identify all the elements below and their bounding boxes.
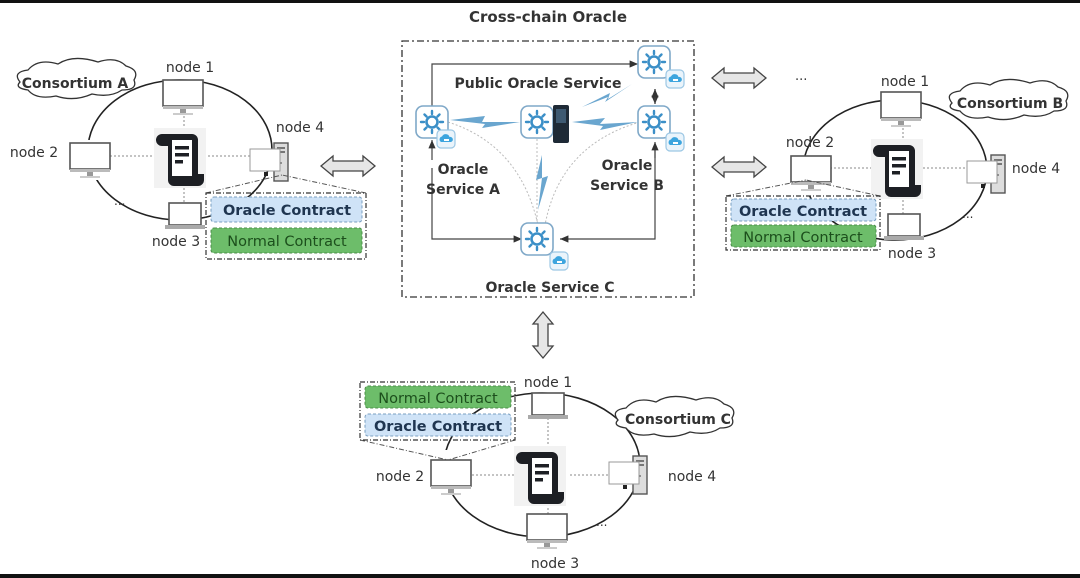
consortium-c-node-1-label: node 1 xyxy=(524,375,572,391)
node-3-laptop-icon xyxy=(883,213,925,241)
consortium-c-node-3-label: node 3 xyxy=(531,556,579,572)
normal-contract-box xyxy=(730,224,877,248)
lightning-icon xyxy=(450,116,520,128)
node-4-desktop-icon xyxy=(608,455,648,495)
cloud-icon xyxy=(549,251,569,271)
node-3-laptop-icon xyxy=(164,202,206,230)
node-4-desktop-icon xyxy=(249,142,289,182)
oracle-service-b-icon xyxy=(636,104,672,140)
consortium-b-node-3-label: node 3 xyxy=(888,246,936,262)
smart-contract-scroll-icon xyxy=(154,128,206,188)
cloud-shape xyxy=(948,78,1069,121)
normal-contract-label: Normal Contract xyxy=(227,234,347,250)
normal-contract-label: Normal Contract xyxy=(378,391,498,407)
oracle-service-c-icon xyxy=(519,221,555,257)
consortium-a-node-2-label: node 2 xyxy=(10,145,58,161)
bottom-border xyxy=(0,574,1080,578)
lightning-icon xyxy=(582,84,632,107)
public-oracle-service-label: Public Oracle Service xyxy=(455,76,622,92)
consortium-a-node-4-label: node 4 xyxy=(276,120,324,136)
oracle-service-top-icon xyxy=(636,44,672,80)
public-oracle-service-icon xyxy=(519,104,555,140)
smart-contract-scroll-icon xyxy=(871,139,923,199)
contract-panel xyxy=(725,195,881,251)
lightning-icon xyxy=(536,155,548,210)
consortium-a-node-3-label: node 3 xyxy=(152,234,200,250)
ellipsis: ... xyxy=(114,194,125,208)
double-arrow-top-right xyxy=(711,67,767,89)
oracle-contract-label: Oracle Contract xyxy=(739,204,867,220)
oracle-service-b-label-line1: Oracle xyxy=(602,158,653,174)
consortium-a-label: Consortium A xyxy=(22,76,129,92)
double-arrow-c xyxy=(532,311,554,359)
contract-panel xyxy=(205,192,367,260)
consortium-b-node-1-label: node 1 xyxy=(881,74,929,90)
cloud-icon xyxy=(665,132,685,152)
cloud-icon xyxy=(436,129,456,149)
oracle-contract-label: Oracle Contract xyxy=(223,203,351,219)
ellipsis: ... xyxy=(962,207,973,221)
cloud-shape xyxy=(16,57,137,100)
double-arrow-a xyxy=(320,155,376,177)
oracle-contract-box xyxy=(364,413,512,437)
oracle-service-a-label-line2: Service A xyxy=(426,182,500,198)
node-1-laptop-icon xyxy=(527,392,569,420)
oracle-service-b-label-line2: Service B xyxy=(590,178,664,194)
consortium-b: Consortium B node 1 node 2 node 3 node 4… xyxy=(725,74,1069,262)
top-border xyxy=(0,0,1080,3)
oracle-service-a-label-line1: Oracle xyxy=(438,162,489,178)
ellipsis-top-right: ... xyxy=(795,69,807,84)
consortium-b-node-2-label: node 2 xyxy=(786,135,834,151)
normal-contract-label: Normal Contract xyxy=(743,230,863,246)
link-a-to-top xyxy=(431,60,638,106)
lightning-icon xyxy=(572,118,638,130)
oracle-contract-label: Oracle Contract xyxy=(374,419,502,435)
oracle-contract-box xyxy=(210,196,363,223)
consortium-b-label: Consortium B xyxy=(957,96,1063,112)
server-icon xyxy=(553,105,569,143)
consortium-c-label: Consortium C xyxy=(625,412,731,428)
link-b-to-c xyxy=(560,150,656,243)
oracle-contract-box xyxy=(730,198,877,222)
consortium-c-node-4-label: node 4 xyxy=(668,469,716,485)
consortium-c: Consortium C node 1 node 2 node 3 node 4… xyxy=(359,375,735,572)
smart-contract-scroll-icon xyxy=(514,446,566,506)
consortium-c-node-2-label: node 2 xyxy=(376,469,424,485)
normal-contract-box xyxy=(364,385,512,409)
consortium-a: Consortium A node 1 node 2 node 3 node 4… xyxy=(10,57,367,260)
cross-chain-oracle-panel: Public Oracle Service Oracle Service A O… xyxy=(401,40,695,298)
contract-panel xyxy=(359,381,516,441)
ellipsis: ... xyxy=(596,515,607,529)
consortium-b-node-4-label: node 4 xyxy=(1012,161,1060,177)
oracle-service-c-label: Oracle Service C xyxy=(485,280,614,296)
diagram-title: Cross-chain Oracle xyxy=(469,8,627,26)
node-1-monitor-icon xyxy=(880,91,922,128)
node-4-desktop-icon xyxy=(966,154,1006,194)
node-3-monitor-icon xyxy=(526,513,568,550)
consortium-a-node-1-label: node 1 xyxy=(166,60,214,76)
link-a-to-c xyxy=(431,168,522,243)
double-arrow-b xyxy=(711,156,767,178)
cloud-shape xyxy=(614,395,735,438)
cloud-icon xyxy=(665,69,685,89)
normal-contract-box xyxy=(210,227,363,254)
